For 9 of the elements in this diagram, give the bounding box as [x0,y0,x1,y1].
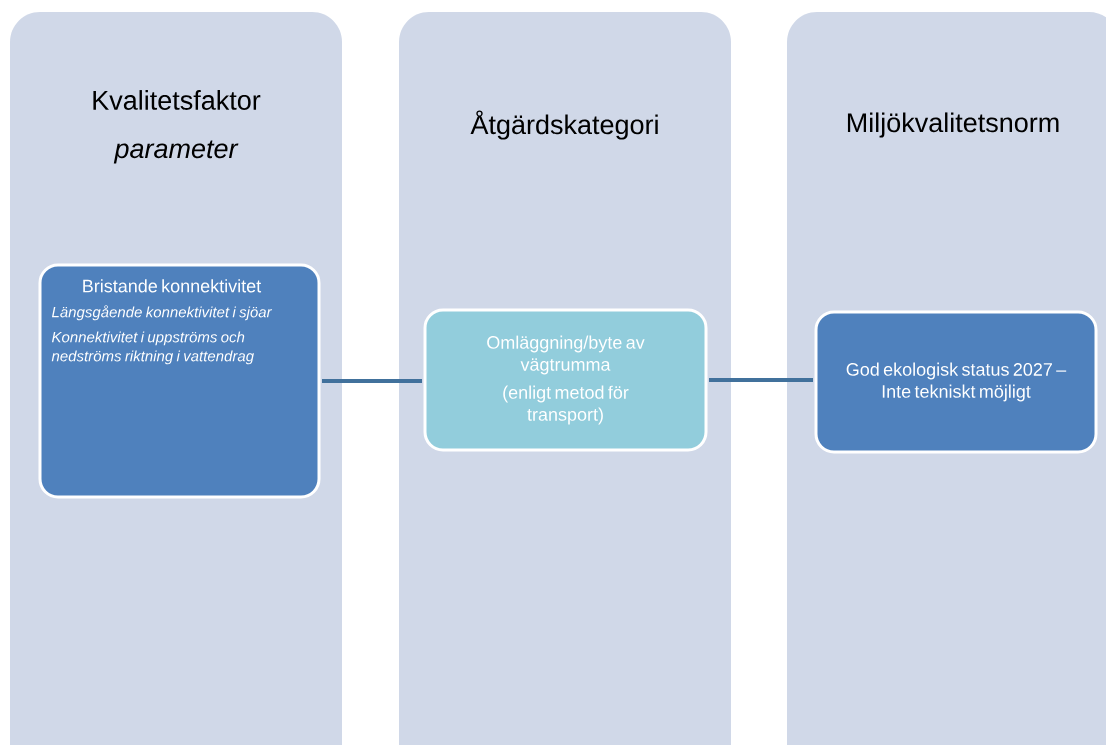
connector-line [709,378,813,382]
column-heading: Åtgärdskategori [470,110,658,140]
process-box: Omläggning/byte av vägtrumma (enligt metod för transport) [423,308,708,452]
connector-line [322,379,422,383]
column-heading: Kvalitetsfaktor [93,90,261,110]
column-heading: Miljökvalitetsnorm [847,112,1059,138]
process-box: Bristande konnektivitet Längsgående konnektivitet i sjöar Konnektivitet i uppströms och nedströms riktning i vattendrag [38,263,321,499]
column-heading: parameter [113,140,239,164]
process-box: God ekologisk status 2027 – Inte tekniskt möjligt [814,310,1098,454]
